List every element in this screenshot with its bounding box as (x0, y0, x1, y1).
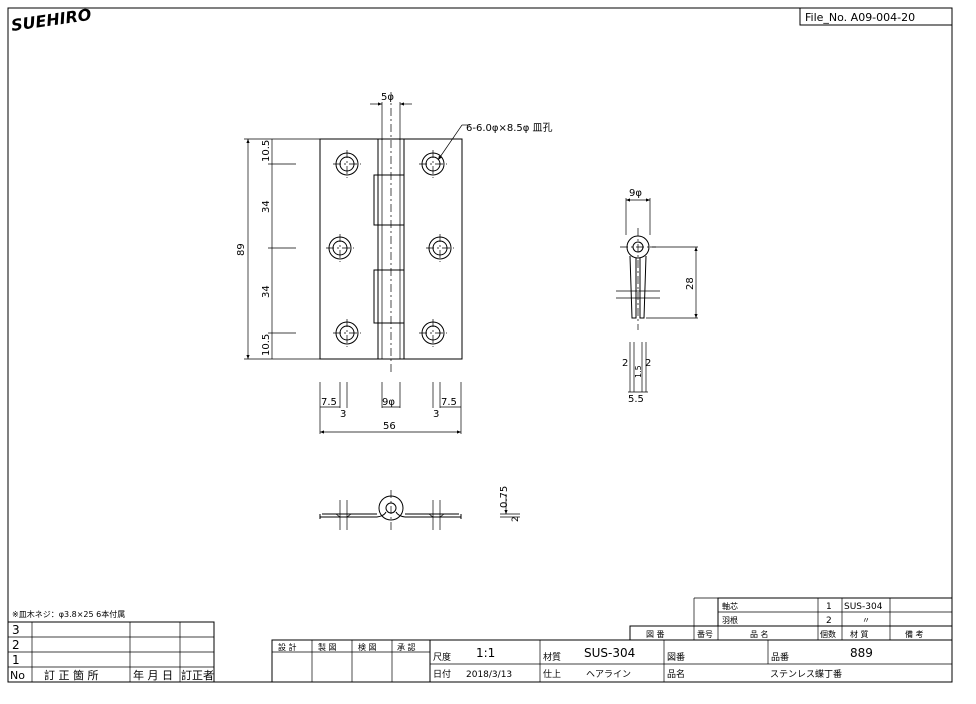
date-label: 日付 (433, 669, 451, 680)
finish-value: ヘアライン (586, 669, 631, 680)
parts-header-material: 材 質 (850, 629, 869, 639)
sheet-border (7, 7, 953, 683)
finish-label: 仕上 (543, 668, 561, 680)
side-dim-knuckle: 9φ (629, 188, 642, 199)
title-block: 設 計 製 図 検 図 承 認 尺度 1:1 材質 SUS-304 図番 品番 … (271, 639, 953, 683)
open-view (319, 490, 462, 532)
side-dim-gap: 1.5 (634, 365, 643, 378)
part-2-name: 羽根 (722, 615, 738, 625)
dim-right-small: 3 (433, 409, 439, 420)
drawing-no-label: 図番 (667, 651, 685, 663)
thickness-detail: 0.75 2 (499, 486, 521, 522)
front-view: 5φ 6-6.0φ×8.5φ 皿孔 89 10.5 34 34 10.5 7.5… (236, 92, 553, 434)
parts-header-note: 備 考 (905, 629, 924, 639)
dim-mid-lower: 34 (261, 285, 272, 298)
role-approve: 承 認 (397, 642, 416, 652)
dim-top: 10.5 (261, 140, 272, 162)
rev-row-3: 3 (12, 623, 20, 637)
side-dim-right: 2 (645, 358, 651, 369)
dim-left-edge: 7.5 (321, 397, 337, 408)
file-number-box: File_No. A09-004-20 (799, 7, 953, 26)
name-value: ステンレス蝶丁番 (770, 668, 842, 680)
role-check: 検 図 (358, 642, 377, 652)
part-2-qty: 2 (826, 616, 832, 626)
side-dim-left: 2 (622, 358, 628, 369)
parts-header-name: 品 名 (750, 629, 769, 639)
scale-label: 尺度 (433, 651, 451, 663)
part-2-material: 〃 (862, 616, 870, 625)
dim-width: 56 (383, 421, 396, 432)
dim-bottom: 10.5 (261, 334, 272, 356)
side-view: 9φ 28 2 2 1.5 5.5 (616, 188, 698, 405)
name-label: 品名 (667, 668, 685, 680)
part-1-material: SUS-304 (844, 602, 883, 612)
rev-header-no: No (10, 669, 25, 682)
role-design: 設 計 (278, 642, 297, 652)
rev-header-date: 年 月 日 (133, 668, 173, 682)
part-1-name: 軸芯 (722, 601, 738, 611)
part-1-qty: 1 (826, 602, 832, 612)
side-dim-height: 28 (685, 277, 696, 290)
scale-value: 1:1 (476, 646, 495, 660)
rev-row-1: 1 (12, 653, 20, 667)
dim-knuckle: 9φ (382, 397, 395, 408)
dim-total-height: 89 (236, 243, 247, 256)
parts-header-drawing-no: 図 番 (646, 629, 665, 639)
thickness-dim-x: 2 (511, 516, 521, 522)
side-dim-base: 5.5 (628, 394, 644, 405)
date-value: 2018/3/13 (466, 670, 512, 680)
countersunk-holes (326, 150, 454, 347)
rev-header-person: 訂正者 (181, 668, 214, 682)
role-draft: 製 図 (318, 642, 337, 652)
dim-pin-dia: 5φ (381, 92, 394, 103)
file-number: File_No. A09-004-20 (805, 11, 915, 24)
screw-note: ※皿木ネジ：φ3.8×25 6本付属 (12, 609, 125, 619)
revision-table: 3 2 1 No 訂 正 箇 所 年 月 日 訂正者 (7, 621, 215, 683)
parts-list: 軸芯 1 SUS-304 羽根 2 〃 図 番 番号 品 名 個数 材 質 備 … (629, 597, 953, 641)
product-no-value: 889 (850, 646, 873, 660)
dim-left-small: 3 (340, 409, 346, 420)
logo-text: SUEHIRO (10, 5, 93, 35)
dim-right-edge: 7.5 (441, 397, 457, 408)
parts-header-qty: 個数 (820, 629, 836, 639)
thickness-dim: 0.75 (499, 486, 510, 508)
parts-header-item-no: 番号 (697, 629, 713, 639)
dim-mid-upper: 34 (261, 200, 272, 213)
logo: SUEHIRO (10, 5, 93, 35)
material-label: 材質 (543, 651, 561, 663)
product-no-label: 品番 (771, 651, 789, 663)
rev-header-place: 訂 正 箇 所 (44, 668, 99, 682)
hole-note: 6-6.0φ×8.5φ 皿孔 (466, 122, 553, 134)
rev-row-2: 2 (12, 638, 20, 652)
material-value: SUS-304 (584, 646, 635, 660)
